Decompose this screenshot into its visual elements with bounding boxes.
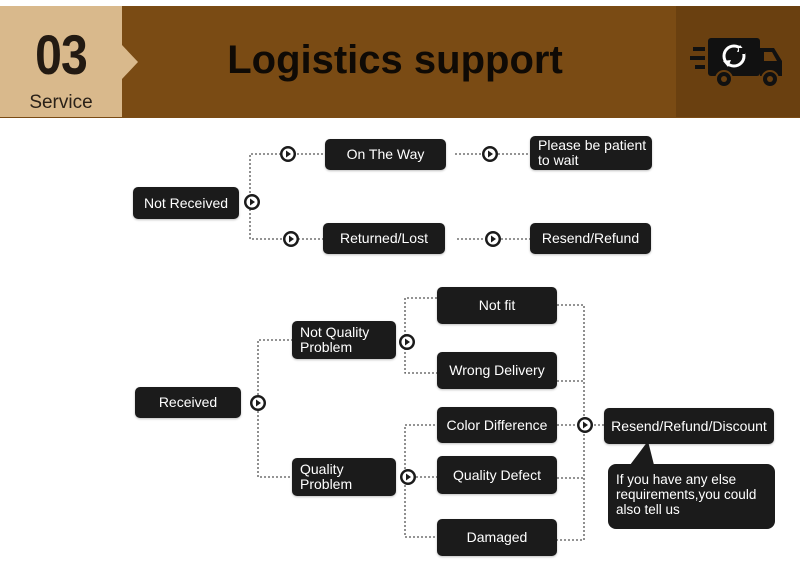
please-wait-box: Please be patient to wait [530, 136, 652, 170]
quality-defect-box: Quality Defect [437, 456, 557, 494]
section-number: 03 [35, 23, 88, 86]
resend-refund-box: Resend/Refund [530, 223, 651, 254]
header-top-margin [0, 0, 800, 6]
page-title: Logistics support [227, 38, 563, 82]
arrow-circle-icons [244, 146, 593, 485]
wrong-delivery-box: Wrong Delivery [437, 352, 557, 389]
quality-problem-box: Quality Problem [292, 458, 396, 496]
on-the-way-box: On The Way [325, 139, 446, 170]
resend-refund-discount-box: Resend/Refund/Discount [604, 408, 774, 444]
received-box: Received [135, 387, 241, 418]
note-bubble: If you have any else requirements,you co… [608, 464, 775, 529]
not-received-box: Not Received [133, 187, 239, 219]
not-quality-problem-box: Not Quality Problem [292, 321, 396, 359]
delivery-truck-icon [690, 38, 782, 88]
badge-arrow [122, 45, 138, 79]
section-subtitle: Service [29, 92, 93, 113]
note-bubble-tail [630, 441, 654, 465]
returned-lost-box: Returned/Lost [323, 223, 445, 254]
not-fit-box: Not fit [437, 287, 557, 324]
section-badge: 03 Service [0, 6, 122, 117]
damaged-box: Damaged [437, 519, 557, 556]
color-difference-box: Color Difference [437, 407, 557, 443]
truck-icon-panel [676, 6, 800, 117]
